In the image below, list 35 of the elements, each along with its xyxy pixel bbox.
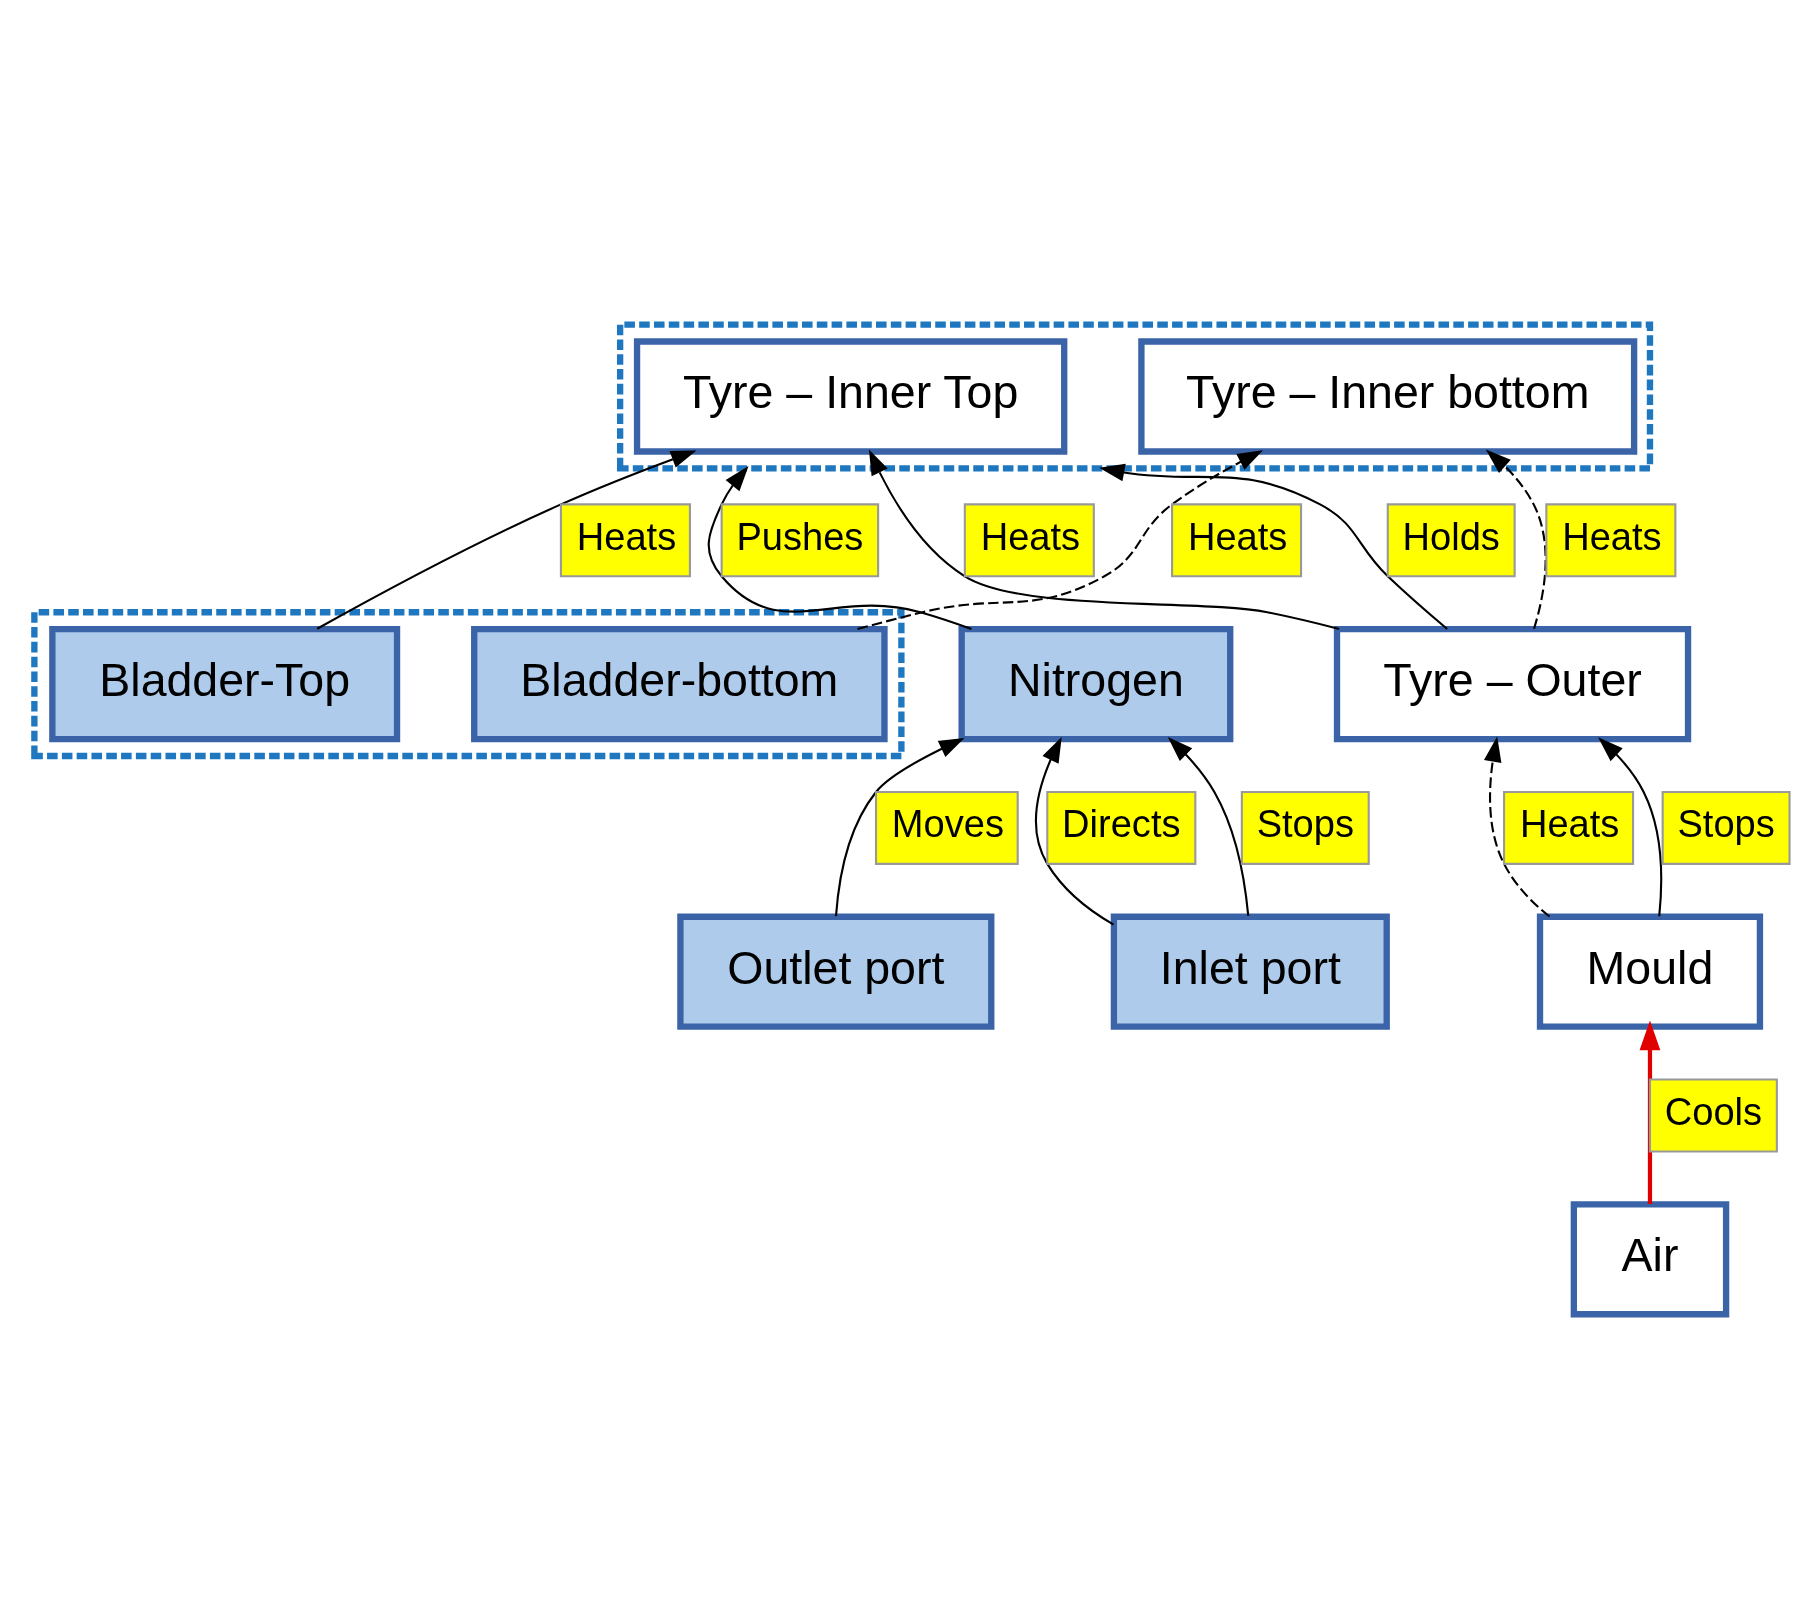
edge-label: Heats	[576, 515, 676, 558]
edge-label: Stops	[1676, 802, 1775, 845]
edge-label: Holds	[1402, 515, 1500, 558]
arrow	[1167, 736, 1249, 916]
edge-label: Heats	[1561, 515, 1662, 558]
arrow	[1485, 449, 1547, 629]
node-box: Mould	[1536, 913, 1763, 1030]
arrow	[707, 465, 972, 630]
edge-label: Moves	[891, 802, 1004, 845]
edge-label: Heats	[1187, 515, 1287, 558]
edge-label: Heats	[1519, 802, 1619, 845]
arrow	[1098, 463, 1448, 630]
edge-label: Pushes	[735, 515, 863, 558]
arrow	[856, 449, 1263, 630]
edge-label: Cools	[1664, 1090, 1762, 1133]
node-box: Nitrogen	[958, 625, 1233, 742]
node-box: Outlet port	[676, 913, 994, 1030]
node-box: Bladder-Top	[48, 625, 400, 742]
arrow	[868, 448, 1339, 630]
cluster	[30, 608, 905, 759]
arrow	[316, 450, 696, 630]
arrow	[1483, 736, 1550, 917]
arrow	[834, 737, 964, 916]
arrow	[1597, 736, 1662, 916]
edge-label: Stops	[1256, 802, 1354, 845]
node-box: Tyre – Outer	[1333, 625, 1691, 742]
arrow	[1639, 1020, 1660, 1204]
arrow	[1034, 736, 1114, 925]
edge-label: Heats	[980, 515, 1080, 558]
node-box: Inlet port	[1110, 913, 1390, 1030]
node-box: Bladder-bottom	[470, 625, 888, 742]
node-box: Tyre – Inner Top	[633, 337, 1067, 455]
node-box: Tyre – Inner bottom	[1137, 337, 1637, 455]
edge-label: Directs	[1061, 802, 1180, 845]
node-box: Air	[1570, 1200, 1729, 1317]
